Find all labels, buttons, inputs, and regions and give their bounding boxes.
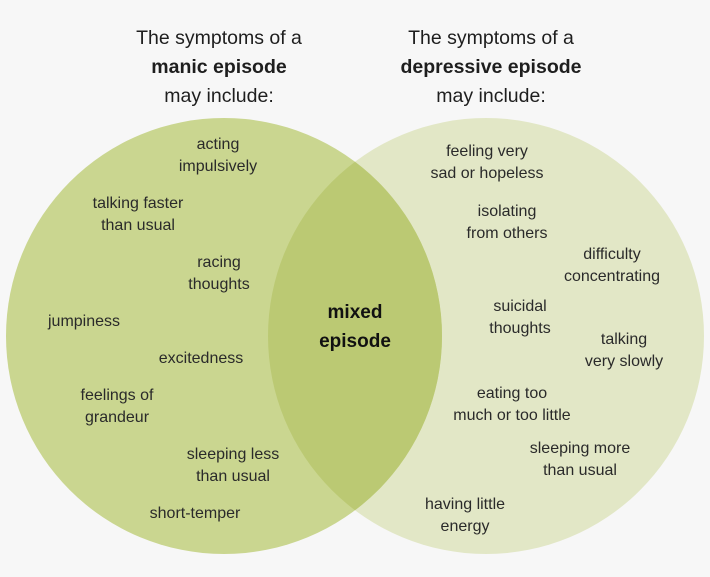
depressive-symptom: suicidal thoughts [489,298,551,337]
depressive-heading: The symptoms of a depressive episode may… [361,24,621,111]
manic-symptom: short-temper [149,505,241,522]
depressive-heading-line1: The symptoms of a [408,27,574,49]
manic-heading: The symptoms of a manic episode may incl… [89,24,349,111]
depressive-symptom: having little energy [424,496,506,535]
depressive-symptom: feeling very sad or hopeless [430,143,544,182]
manic-heading-line1: The symptoms of a [136,27,302,49]
depressive-symptom: talking very slowly [584,331,664,370]
manic-symptom: racing thoughts [188,254,250,293]
manic-heading-line3: may include: [164,85,274,107]
manic-symptom: jumpiness [47,313,121,330]
depressive-heading-title: depressive episode [400,56,582,78]
manic-symptom: feelings of grandeur [80,387,154,426]
depressive-symptom: difficulty concentrating [563,246,661,285]
depressive-symptom: sleeping more than usual [529,440,631,479]
overlap-region [268,118,442,554]
manic-heading-title: manic episode [151,56,287,78]
mixed-episode-label: mixed episode [319,302,391,352]
depressive-symptom: eating too much or too little [453,385,571,424]
manic-symptom: excitedness [158,350,244,367]
manic-symptom: sleeping less than usual [186,446,280,485]
depressive-heading-line3: may include: [436,85,546,107]
manic-symptom: acting impulsively [178,136,258,175]
manic-symptom: talking faster than usual [92,195,184,234]
depressive-symptom: isolating from others [466,203,548,242]
